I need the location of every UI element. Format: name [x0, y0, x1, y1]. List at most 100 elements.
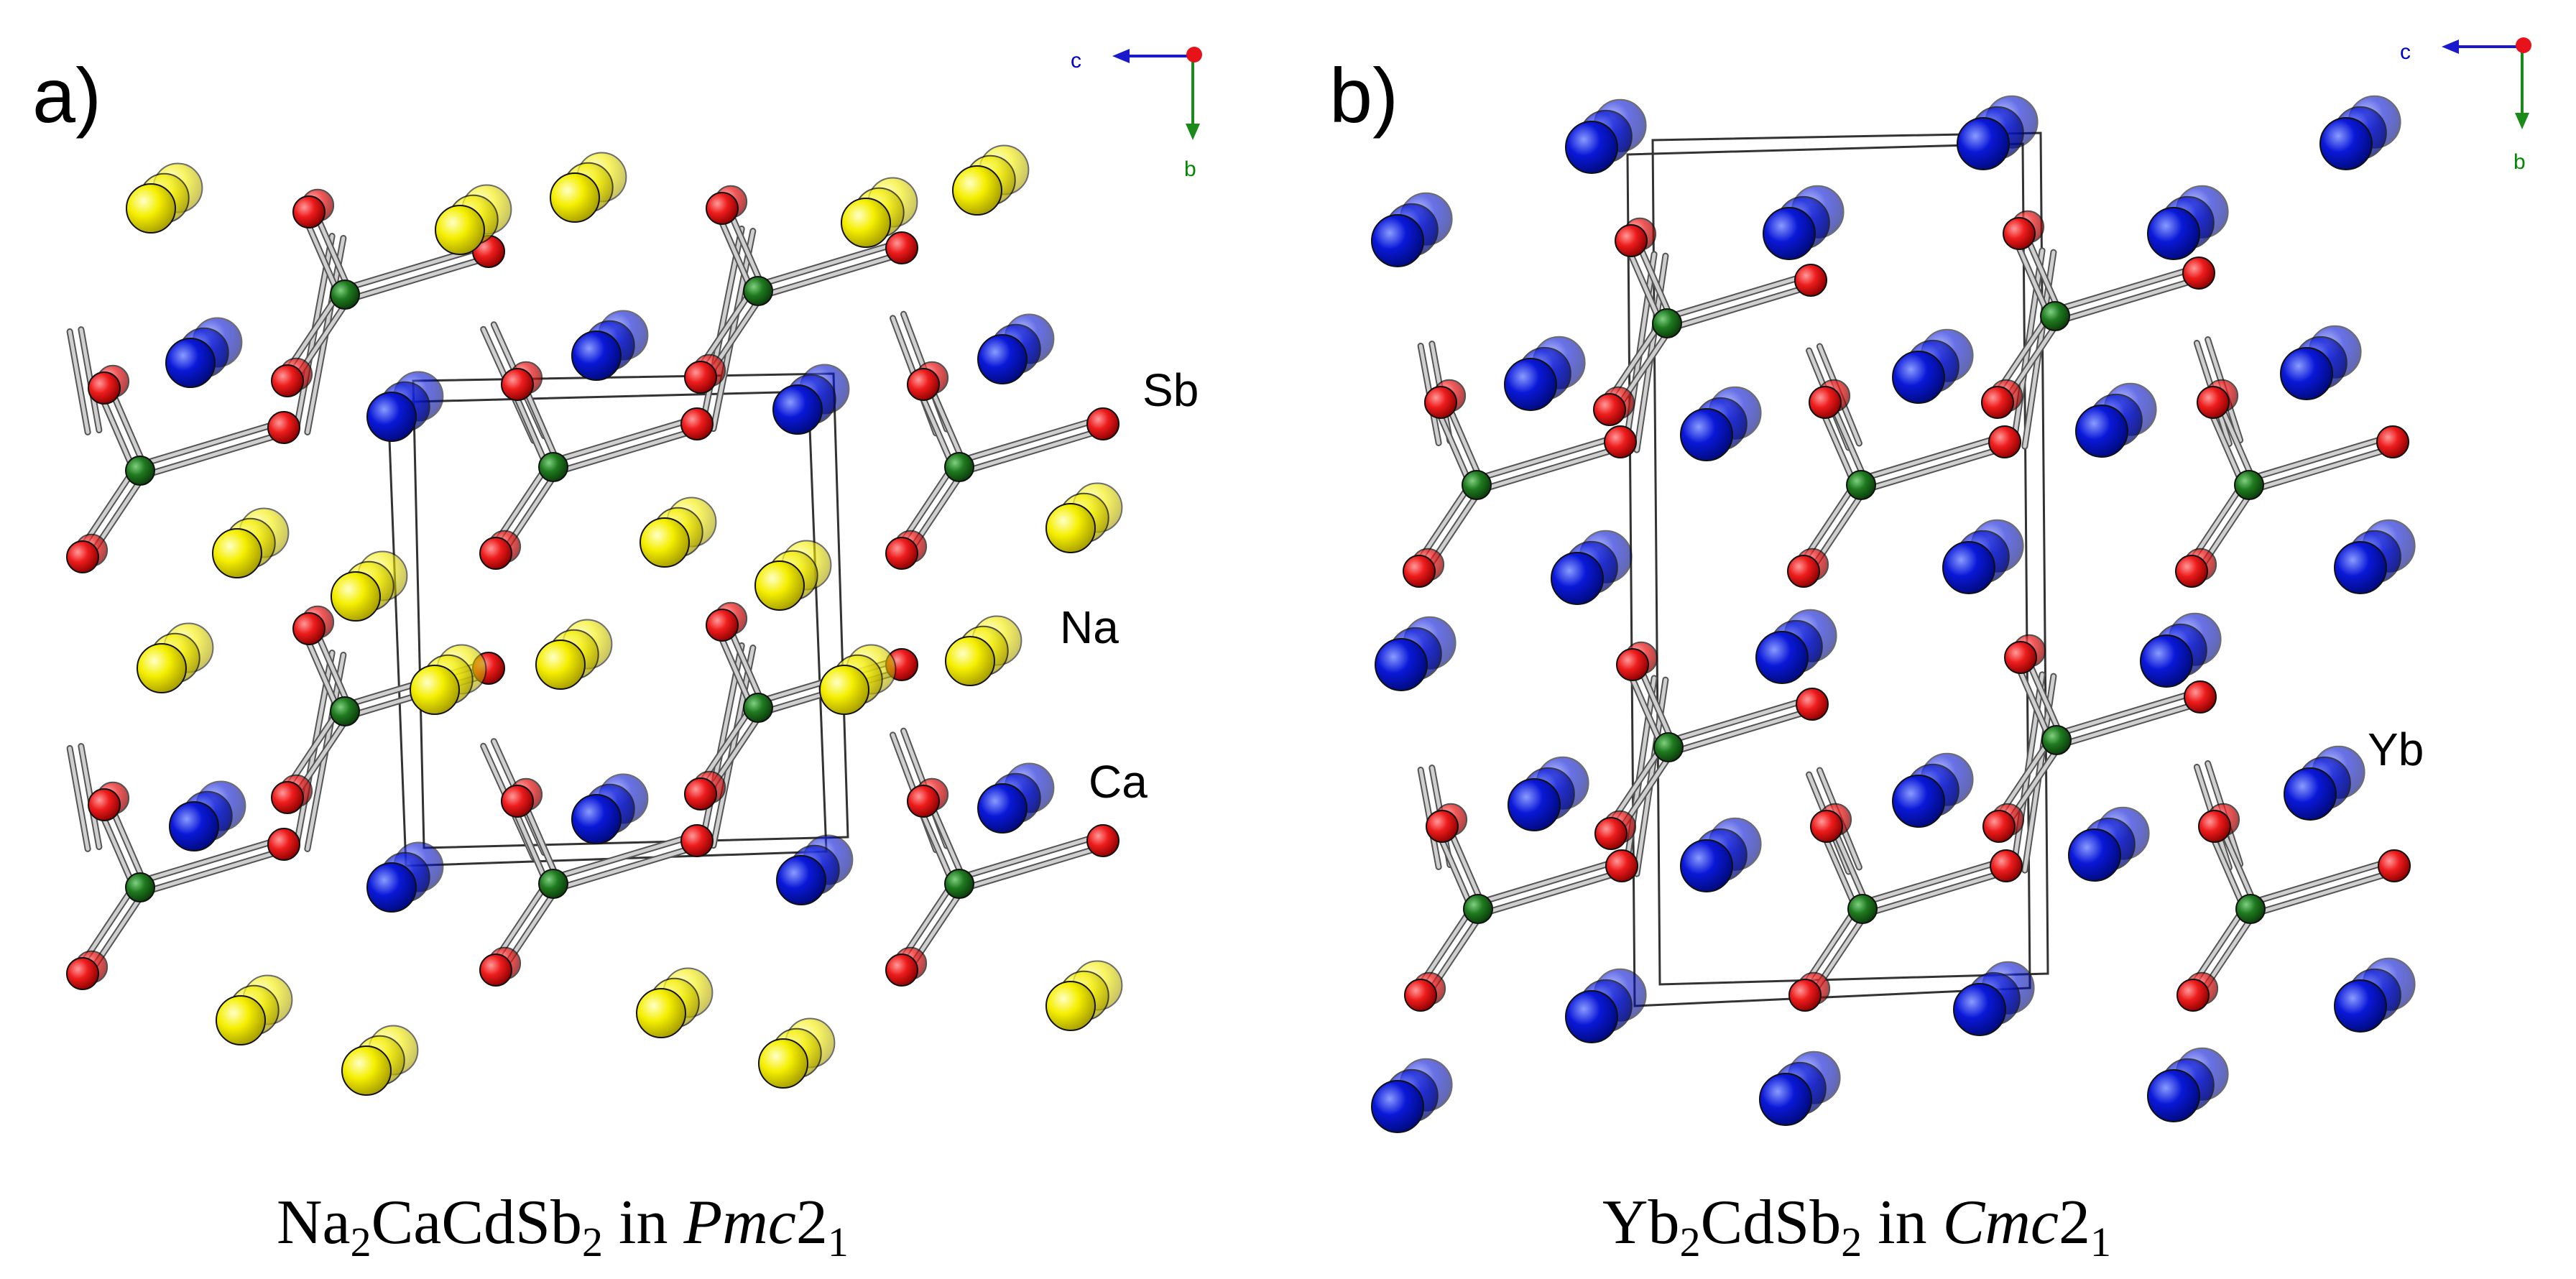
cd-atom — [330, 280, 360, 310]
sb-atom — [706, 609, 739, 642]
sb-atom — [66, 957, 99, 990]
bond — [1668, 708, 1816, 755]
sb-atom — [1086, 407, 1120, 440]
sb-atom — [1403, 555, 1436, 588]
axis-origin-b — [2516, 37, 2531, 53]
cd-atom — [538, 452, 568, 482]
bond — [139, 848, 287, 895]
sb-atom — [2182, 257, 2215, 290]
na-atom — [1045, 981, 1096, 1031]
cd-atom — [743, 276, 773, 306]
bond — [2247, 858, 2395, 905]
label-yb: Yb — [2368, 724, 2424, 775]
na-atom — [636, 988, 686, 1038]
cd-atom — [944, 452, 974, 482]
sb-atom — [271, 781, 304, 814]
sb-atom — [292, 195, 326, 228]
sb-atom — [2175, 555, 2208, 588]
yb-atom — [1508, 778, 1561, 831]
sb-atom — [1604, 425, 1637, 458]
sb-atom — [2176, 979, 2210, 1012]
cd-atom — [2235, 894, 2266, 924]
na-atom — [841, 198, 891, 248]
label-na: Na — [1060, 601, 1119, 653]
sb-atom — [1593, 393, 1626, 426]
na-atom — [212, 528, 262, 578]
cd-atom — [2041, 725, 2072, 755]
cd-atom — [743, 693, 773, 723]
sb-atom — [684, 361, 717, 394]
na-atom — [126, 183, 176, 234]
na-atom — [754, 560, 805, 611]
ca-atom — [776, 855, 826, 905]
cd-atom — [125, 456, 155, 486]
bond — [2245, 434, 2393, 481]
yb-atom — [1551, 552, 1604, 605]
bond — [757, 251, 905, 299]
sb-atom — [1982, 810, 2016, 843]
yb-atom — [1680, 839, 1733, 892]
sb-atom — [267, 411, 300, 444]
yb-atom — [1957, 117, 2010, 170]
sb-atom — [479, 954, 512, 987]
yb-atom — [2140, 634, 2193, 688]
sb-atom — [684, 777, 717, 811]
cd-atom — [538, 869, 568, 899]
bond — [700, 226, 744, 428]
sb-atom — [292, 612, 326, 645]
ca-atom — [165, 338, 216, 388]
yb-atom — [1892, 351, 1945, 404]
axis-indicator-b: c b — [2400, 37, 2531, 174]
sb-atom — [1810, 810, 1843, 843]
axis-b-label-b: b — [2513, 150, 2526, 174]
yb-atom — [2334, 541, 2387, 594]
bond — [959, 428, 1107, 475]
sb-atom — [907, 368, 940, 401]
bond — [2248, 445, 2396, 493]
bond — [553, 844, 701, 892]
panel-b: b) Yb c b Yb2CdSb2 in Cmc21 — [1329, 37, 2531, 1265]
na-atom — [550, 172, 600, 223]
yb-atom — [1375, 638, 1428, 691]
sb-atom — [1616, 648, 1649, 681]
na-atom — [1045, 503, 1096, 553]
yb-atom — [1565, 990, 1618, 1043]
label-sb: Sb — [1142, 364, 1199, 416]
sb-atom — [1594, 817, 1628, 850]
panel-b-letter: b) — [1329, 52, 1398, 139]
bond — [700, 643, 744, 845]
na-atom — [758, 1038, 808, 1089]
bond — [68, 746, 90, 851]
sb-atom — [1426, 810, 1459, 843]
sb-atom — [1787, 555, 1820, 588]
cd-atom — [1847, 894, 1878, 924]
ca-atom — [977, 783, 1028, 834]
cd-atom — [330, 696, 360, 726]
bond — [1665, 696, 1813, 744]
axis-c-label-b: c — [2400, 40, 2411, 64]
bond — [2051, 265, 2199, 313]
bond — [344, 255, 492, 303]
atoms-a — [66, 144, 1123, 1096]
ca-atom — [772, 384, 823, 435]
bond — [959, 844, 1107, 892]
sb-atom — [1990, 849, 2023, 882]
bond — [754, 240, 902, 287]
yb-atom — [1680, 408, 1733, 461]
yb-atom — [1504, 358, 1557, 411]
axis-b-label-a: b — [1184, 157, 1196, 181]
bond — [137, 836, 285, 884]
axis-origin-a — [1186, 47, 1202, 63]
na-atom — [435, 205, 485, 255]
na-atom — [341, 1045, 392, 1096]
sb-atom — [1424, 386, 1457, 419]
ca-atom — [571, 331, 622, 381]
na-atom — [535, 640, 586, 690]
sb-atom — [271, 364, 304, 397]
cd-atom — [2234, 470, 2264, 500]
panel-a-letter: a) — [32, 52, 101, 139]
yb-atom — [2147, 207, 2200, 260]
caption-b: Yb2CdSb2 in Cmc21 — [1602, 1188, 2111, 1265]
yb-atom — [2147, 1069, 2200, 1122]
